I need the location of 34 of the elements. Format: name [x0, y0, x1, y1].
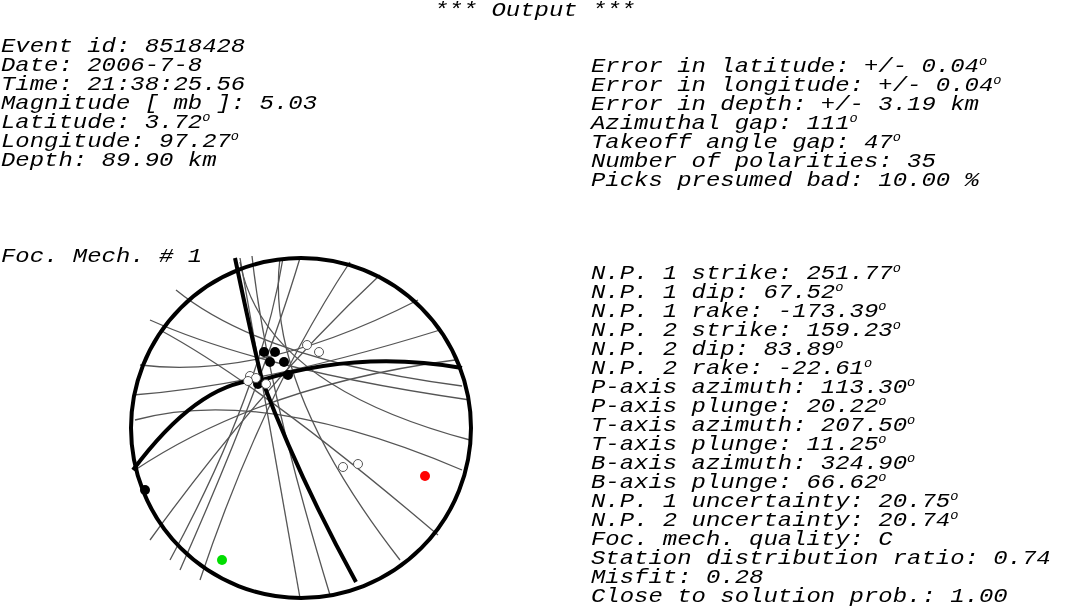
info-text: Foc. mech. quality: C	[591, 530, 893, 549]
info-text: Error in latitude: +/- 0.04$^{o}$	[591, 57, 988, 76]
info-text: P-axis plunge: 20.22$^{o}$	[591, 397, 887, 416]
info-text: Misfit: 0.28	[591, 568, 764, 587]
info-text: N.P. 2 strike: 159.23$^{o}$	[591, 321, 901, 340]
title: *** Output ***	[433, 1, 635, 20]
info-text: T-axis plunge: 11.25$^{o}$	[591, 435, 887, 454]
info-text: Picks presumed bad: 10.00 %	[591, 171, 979, 190]
info-text: Time: 21:38:25.56	[1, 75, 246, 94]
info-text: Depth: 89.90 km	[1, 151, 217, 170]
info-text: Station distribution ratio: 0.74	[591, 549, 1051, 568]
info-text: N.P. 1 rake: -173.39$^{o}$	[591, 302, 887, 321]
info-text: Magnitude [ mb ]: 5.03	[1, 94, 318, 113]
info-text: N.P. 1 strike: 251.77$^{o}$	[591, 264, 901, 283]
info-text: Date: 2006-7-8	[1, 56, 203, 75]
info-text: N.P. 2 uncertainty: 20.74$^{o}$	[591, 511, 959, 530]
info-text: T-axis azimuth: 207.50$^{o}$	[591, 416, 916, 435]
info-text: Number of polarities: 35	[591, 152, 936, 171]
info-text: N.P. 1 uncertainty: 20.75$^{o}$	[591, 492, 959, 511]
info-text: Takeoff angle gap: 47$^{o}$	[591, 133, 901, 152]
info-text: Longitude: 97.27$^{o}$	[1, 132, 240, 151]
info-text: B-axis plunge: 66.62$^{o}$	[591, 473, 887, 492]
info-text: Azimuthal gap: 111$^{o}$	[591, 114, 858, 133]
info-text: Error in longitude: +/- 0.04$^{o}$	[591, 76, 1002, 95]
info-text: N.P. 2 rake: -22.61$^{o}$	[591, 359, 873, 378]
info-text: Close to solution prob.: 1.00	[591, 587, 1008, 606]
info-text: Latitude: 3.72$^{o}$	[1, 113, 211, 132]
info-text: B-axis azimuth: 324.90$^{o}$	[591, 454, 916, 473]
info-text: Event id: 8518428	[1, 37, 246, 56]
info-text: N.P. 2 dip: 83.89$^{o}$	[591, 340, 844, 359]
info-text: Error in depth: +/- 3.19 km	[591, 95, 979, 114]
info-text: Foc. Mech. # 1	[1, 247, 203, 266]
info-text: N.P. 1 dip: 67.52$^{o}$	[591, 283, 844, 302]
info-text: P-axis azimuth: 113.30$^{o}$	[591, 378, 916, 397]
